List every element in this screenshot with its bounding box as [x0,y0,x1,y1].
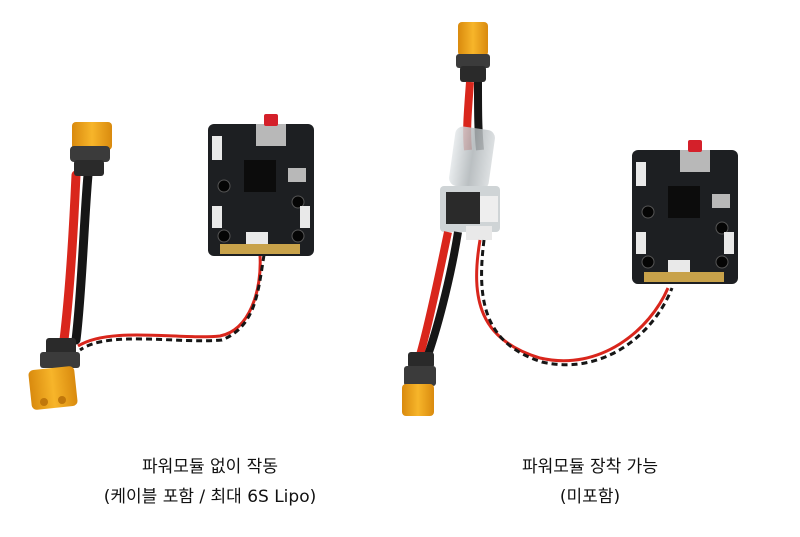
left-caption: 파워모듈 없이 작동 (케이블 포함 / 최대 6S Lipo) [40,452,380,512]
right-twisted-signal-wire [475,239,674,367]
right-caption-line2: (미포함) [559,487,621,507]
right-caption-line1: 파워모듈 장착 가능 [522,457,658,477]
right-flight-controller [632,140,738,284]
right-bottom-black-wire [424,231,462,357]
heat-shrink-sleeve [449,126,495,190]
xt60-connector-top [70,122,112,176]
left-twisted-signal-wire [77,254,266,352]
left-flight-controller [208,114,314,256]
right-bottom-red-wire [416,231,452,357]
right-caption: 파워모듈 장착 가능 (미포함) [420,452,760,512]
xt60-connector-right-bottom [402,352,436,416]
left-black-wire [71,170,93,345]
xt60-connector-right-top [456,22,490,82]
left-setup [28,114,314,410]
power-module [440,186,500,240]
left-caption-line2: (케이블 포함 / 최대 6S Lipo) [103,487,317,507]
left-caption-line1: 파워모듈 없이 작동 [142,457,278,477]
right-setup [402,22,738,416]
xt60-connector-bottom [28,338,80,410]
left-red-wire [59,170,81,345]
